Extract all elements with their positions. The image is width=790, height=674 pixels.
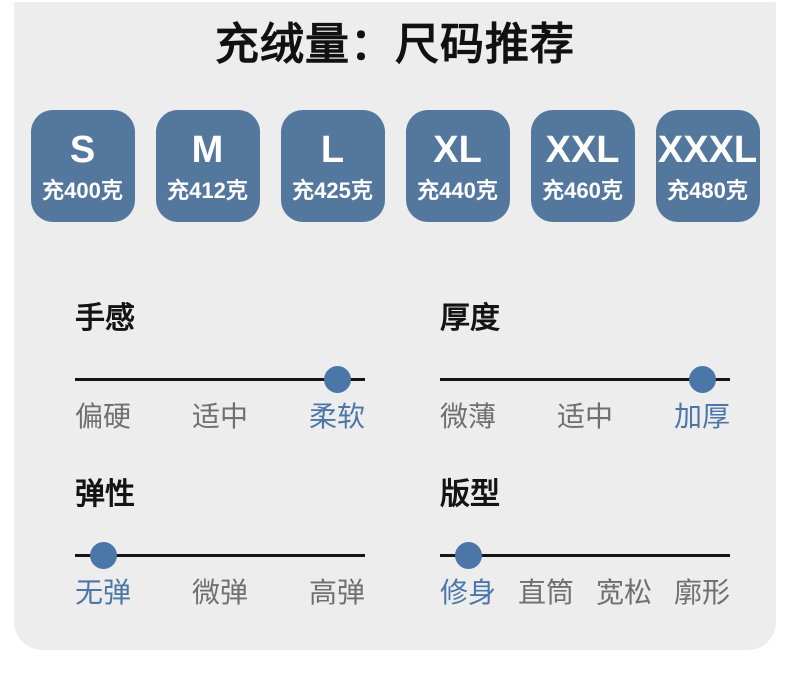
slider-option: 偏硬 [75,401,132,432]
slider-line [75,554,365,557]
fill-amount-label: 充412克 [167,178,248,203]
slider-title: 弹性 [75,478,135,511]
slider-track [75,542,365,569]
size-badge: S 充400克 [30,110,135,222]
slider-option: 微薄 [440,401,497,432]
slider-track [440,366,730,393]
size-label: M [191,129,224,171]
slider-option: 微弹 [191,577,248,608]
slider-fit: 版型 修身直筒宽松廓形 [440,478,730,610]
slider-dot [454,542,482,569]
slider-hand-feel: 手感 偏硬 适中 柔软 [75,302,365,434]
size-badges-row: S 充400克 M 充412克 L 充425克 XL 充440克 XXL 充460克 XXXL 充48… [14,110,776,222]
slider-track [75,366,365,393]
slider-title: 厚度 [440,302,500,335]
size-badge: XL 充440克 [405,110,510,222]
slider-track [440,542,730,569]
slider-dot [89,542,117,569]
slider-options: 修身直筒宽松廓形 [440,576,730,610]
fill-amount-label: 充400克 [42,178,123,203]
size-badge: L 充425克 [280,110,385,222]
slider-option: 适中 [556,401,613,432]
slider-option: 适中 [191,401,248,432]
size-badge: XXXL 充480克 [655,110,760,222]
slider-thickness: 厚度 微薄 适中 加厚 [440,302,730,434]
fill-amount-label: 充460克 [542,178,623,203]
slider-line [440,378,730,381]
slider-option-selected: 无弹 [75,577,132,608]
slider-option-selected: 加厚 [673,401,730,432]
size-label: XL [433,129,482,171]
slider-option-selected: 修身 [440,577,497,608]
slider-title: 手感 [75,302,135,335]
infographic-card: 充绒量：尺码推荐 S 充400克 M 充412克 L 充425克 XL 充440克 XXL 充46… [14,2,776,650]
slider-options: 偏硬 适中 柔软 [75,400,365,434]
fill-amount-label: 充440克 [417,178,498,203]
slider-dot [323,366,351,393]
slider-option: 廓形 [673,577,730,608]
size-badge: XXL 充460克 [530,110,635,222]
slider-options: 无弹 微弹 高弹 [75,576,365,610]
slider-option: 宽松 [595,577,652,608]
slider-elasticity: 弹性 无弹 微弹 高弹 [75,478,365,610]
size-label: L [320,129,345,171]
slider-line [440,554,730,557]
slider-option: 高弹 [308,577,365,608]
attribute-sliders: 手感 偏硬 适中 柔软 厚度 微薄 适中 加厚 弹性 无弹 微弹 高弹 版型 [14,302,776,610]
slider-dot [688,366,716,393]
slider-line [75,378,365,381]
size-badge: M 充412克 [155,110,260,222]
size-label: XXL [545,129,620,171]
size-label: XXXL [657,129,758,171]
slider-options: 微薄 适中 加厚 [440,400,730,434]
size-label: S [69,129,96,171]
page-title: 充绒量：尺码推荐 [215,20,575,69]
slider-option-selected: 柔软 [308,401,365,432]
slider-option: 直筒 [517,577,574,608]
fill-amount-label: 充480克 [667,178,748,203]
fill-amount-label: 充425克 [292,178,373,203]
slider-title: 版型 [440,478,500,511]
